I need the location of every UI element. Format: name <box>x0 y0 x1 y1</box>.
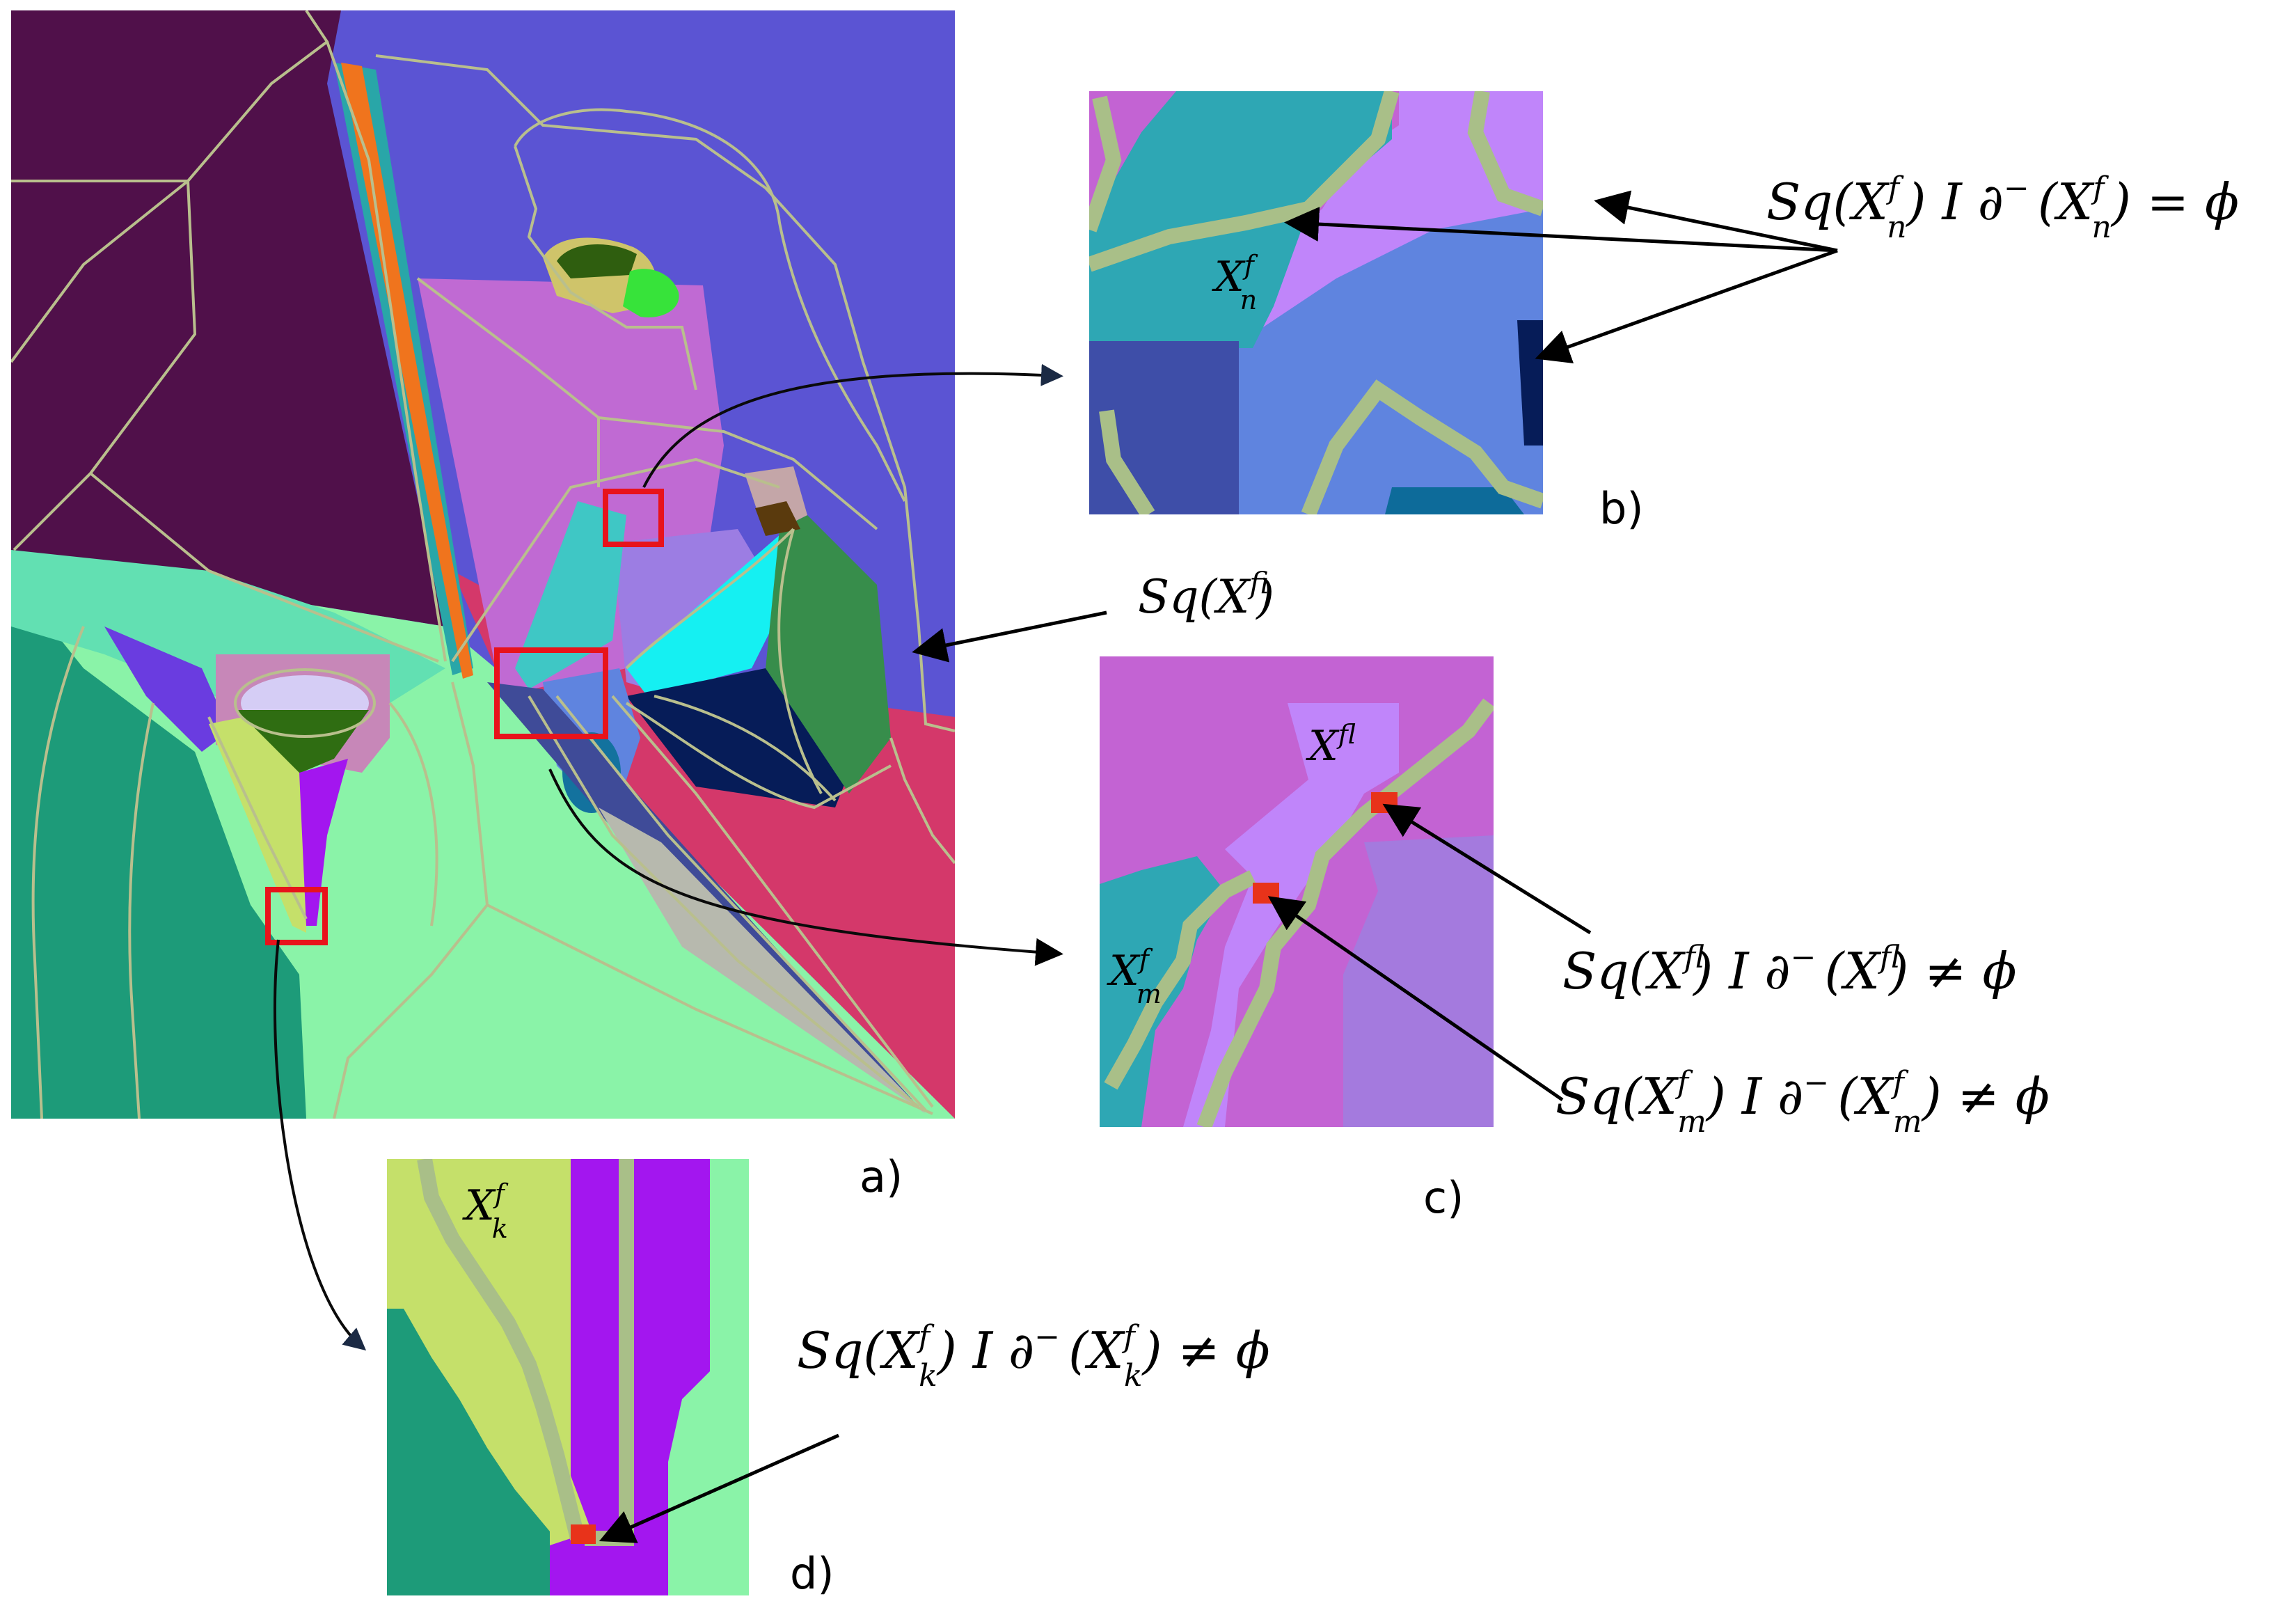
region-cyan <box>626 529 807 696</box>
panel-label-b: b) <box>1599 483 1644 534</box>
boundary-line <box>598 416 878 530</box>
region-forest-green <box>766 515 891 794</box>
connector-to-c <box>548 768 1063 966</box>
boundary-line <box>777 528 823 794</box>
pixel-boundary <box>1467 91 1543 216</box>
region-violet-left <box>104 626 230 752</box>
boundary-line <box>31 626 85 1119</box>
zoom-box-c <box>494 647 608 739</box>
boundary-line <box>611 695 934 1108</box>
connector-to-b <box>642 363 1063 488</box>
annotation-arrows <box>599 190 1838 1543</box>
boundary-line <box>234 668 376 738</box>
region-orange-streak <box>341 63 473 679</box>
panel-a-segmentation-map <box>11 10 955 1119</box>
connector-curves <box>274 363 1063 1351</box>
arrow-b-to-edge <box>1535 249 1838 364</box>
equation-c-l: Sq(Xfl) I ∂−(Xfl) ≠ ϕ <box>1562 940 2017 1000</box>
boundary-line <box>11 10 329 363</box>
region-grey-wedge <box>599 807 926 1114</box>
equation-sq-xi: Sq(Xfi) <box>1138 566 1274 624</box>
boundary-line <box>13 180 197 551</box>
boundary-line <box>388 702 438 927</box>
region-olive-blob <box>557 244 637 278</box>
boundary-line <box>625 702 892 810</box>
boundary-line <box>528 695 920 1108</box>
boundary-line <box>555 695 927 1112</box>
arrow-c-m <box>1267 896 1564 1102</box>
region-dark-purple <box>11 10 445 626</box>
panel-label-d: d) <box>790 1548 834 1599</box>
arrow-b-to-box <box>1594 190 1838 253</box>
region-bright-green-blob <box>623 269 679 317</box>
boundary-line <box>625 528 795 670</box>
region-purple-strip <box>299 759 348 926</box>
region-dark-green <box>237 710 369 776</box>
arrow-c-l <box>1382 803 1592 935</box>
arrow-d-k <box>599 1433 840 1543</box>
boundary-line <box>451 457 780 663</box>
boundary-line <box>326 41 447 662</box>
pixel-boundary <box>1099 409 1155 514</box>
svg-text:Sq(Xfm) I ∂−(Xfm) ≠ ϕ: Sq(Xfm) I ∂−(Xfm) ≠ ϕ <box>1555 1065 2050 1140</box>
region-teal-green <box>11 578 306 1119</box>
boundary-line <box>89 472 439 663</box>
panel-label-c: c) <box>1423 1172 1464 1223</box>
svg-text:Sq(Xfk) I ∂−(Xfk) ≠ ϕ: Sq(Xfk) I ∂−(Xfk) ≠ ϕ <box>797 1319 1270 1394</box>
boundary-line <box>889 737 955 865</box>
zoom-box-d <box>265 887 328 945</box>
pixel-boundary <box>1301 379 1543 514</box>
svg-text:Sq(Xfn) I ∂−(Xfn) = ϕ: Sq(Xfn) I ∂−(Xfn) = ϕ <box>1766 171 2239 245</box>
boundary-line <box>514 108 906 502</box>
pixel-boundary <box>1089 95 1122 232</box>
boundary-line <box>514 145 697 391</box>
boundary-line <box>333 904 489 1119</box>
boundary-line <box>416 277 600 487</box>
region-brown <box>755 501 800 536</box>
zoom-box-b <box>603 489 664 547</box>
boundary-line <box>128 702 155 1119</box>
critical-pixel-k <box>571 1524 596 1544</box>
svg-text:Sq(Xfi): Sq(Xfi) <box>1138 566 1274 624</box>
panel-label-a: a) <box>860 1151 903 1202</box>
pixel-boundary <box>417 1159 585 1540</box>
svg-text:Sq(Xfl) I ∂−(Xfl) ≠ ϕ: Sq(Xfl) I ∂−(Xfl) ≠ ϕ <box>1562 940 2017 1000</box>
pixel-boundary <box>1104 870 1256 1090</box>
arrow-sq-xi <box>912 610 1107 663</box>
label-xl: Xfl <box>1306 719 1356 771</box>
panel-c-zoom: Xfl Xfm <box>1100 656 1494 1127</box>
region-cyan-teal <box>515 501 626 689</box>
arrow-b-to-xn <box>1284 207 1838 253</box>
pixel-boundary <box>1196 698 1494 1127</box>
connector-to-d <box>274 939 367 1351</box>
